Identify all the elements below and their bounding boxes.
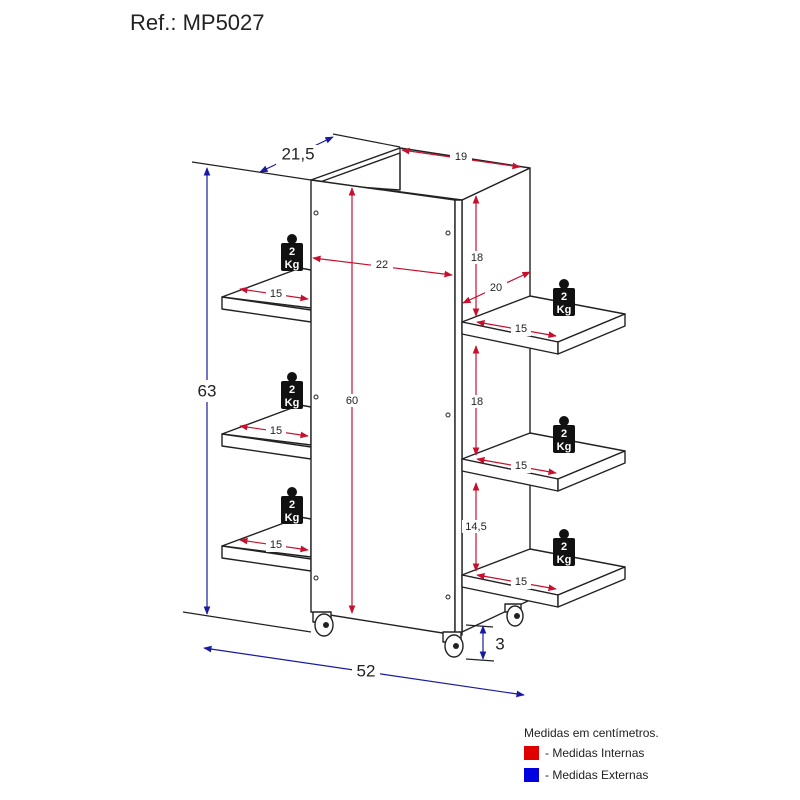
title-ref: Ref.: MP5027 — [130, 10, 265, 35]
legend-internal: - Medidas Internas — [545, 746, 644, 760]
weight-icon: 2Kg — [281, 372, 303, 409]
weight-icon: 2Kg — [281, 487, 303, 524]
svg-text:2: 2 — [289, 246, 295, 258]
wheel-icon — [312, 611, 334, 637]
svg-text:18: 18 — [471, 252, 483, 264]
svg-text:15: 15 — [270, 425, 282, 437]
svg-text:Kg: Kg — [557, 554, 572, 566]
legend-swatch-external — [524, 768, 539, 782]
dim-depth: 21,5 — [281, 144, 314, 163]
dim-width: 52 — [357, 661, 376, 680]
weight-icon: 2Kg — [281, 234, 303, 271]
svg-text:15: 15 — [270, 539, 282, 551]
svg-text:2: 2 — [289, 384, 295, 396]
internal-dimensions: 19 22 60 18 20 18 14,5 15 15 15 15 15 — [239, 147, 557, 614]
svg-text:2: 2 — [561, 428, 567, 440]
svg-text:20: 20 — [490, 282, 502, 294]
svg-text:2: 2 — [561, 291, 567, 303]
svg-text:2: 2 — [289, 499, 295, 511]
svg-text:60: 60 — [346, 395, 358, 407]
svg-text:Kg: Kg — [285, 397, 300, 409]
dim-height: 63 — [198, 381, 217, 400]
svg-text:19: 19 — [455, 151, 467, 163]
legend-swatch-internal — [524, 746, 539, 760]
svg-text:15: 15 — [515, 460, 527, 472]
weight-icons: 2Kg 2Kg 2Kg 2Kg 2Kg 2Kg — [281, 234, 575, 566]
svg-text:15: 15 — [515, 323, 527, 335]
svg-text:Kg: Kg — [557, 304, 572, 316]
svg-text:Kg: Kg — [285, 512, 300, 524]
svg-text:14,5: 14,5 — [465, 521, 486, 533]
weight-icon: 2Kg — [553, 529, 575, 566]
wheel-icon — [504, 603, 524, 627]
legend: Medidas em centímetros. - Medidas Intern… — [524, 726, 659, 782]
svg-text:Kg: Kg — [285, 259, 300, 271]
legend-external: - Medidas Externas — [545, 768, 648, 782]
dim-wheel: 3 — [495, 634, 504, 653]
wheel-icon — [442, 631, 464, 658]
svg-text:15: 15 — [515, 576, 527, 588]
external-dimensions: 63 52 21,5 3 — [182, 133, 525, 698]
svg-text:Kg: Kg — [557, 441, 572, 453]
svg-text:18: 18 — [471, 396, 483, 408]
left-shelves — [221, 267, 312, 572]
svg-text:22: 22 — [376, 259, 388, 271]
legend-note: Medidas em centímetros. — [524, 726, 659, 740]
weight-icon: 2Kg — [553, 416, 575, 453]
svg-text:2: 2 — [561, 541, 567, 553]
svg-text:15: 15 — [270, 288, 282, 300]
weight-icon: 2Kg — [553, 279, 575, 316]
